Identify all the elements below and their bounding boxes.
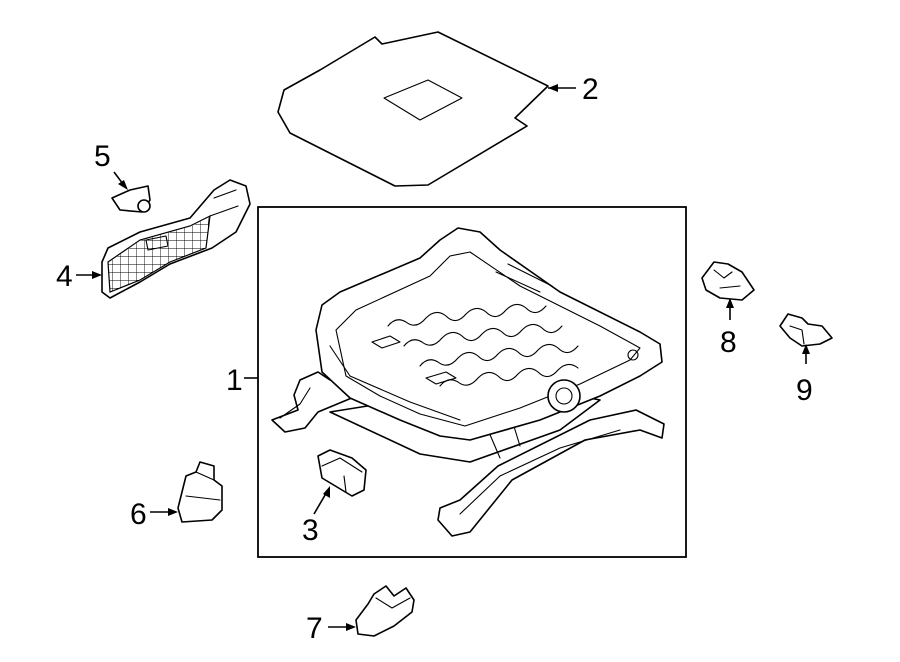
callout-1: 1 [226,364,258,397]
callout-3: 3 [302,486,330,547]
callout-8: 8 [720,298,737,359]
callout-1-label: 1 [226,364,243,397]
part-6-cover [177,461,223,523]
part-1-frame-box [257,206,687,558]
callout-4-label: 4 [56,260,73,293]
part-4-side-shield [101,179,251,299]
callout-5-label: 5 [94,140,111,173]
callout-5: 5 [94,140,128,190]
part-3-switch [317,449,367,497]
part-2-cushion-pad [277,31,549,187]
callout-7-label: 7 [306,612,323,645]
callout-7: 7 [306,612,356,645]
callout-9-label: 9 [796,374,813,407]
callout-8-label: 8 [720,326,737,359]
part-7-cover [355,585,415,637]
part-9-clip [779,313,833,347]
part-1-seat-frame [271,227,665,537]
callout-2-label: 2 [582,73,599,106]
part-8-clip [701,261,755,301]
part-5-clip [111,185,151,213]
callout-9: 9 [796,344,813,407]
callout-4: 4 [56,260,102,293]
callout-3-label: 3 [302,514,319,547]
callout-6-label: 6 [130,498,147,531]
callout-2: 2 [548,73,599,106]
callout-6: 6 [130,498,178,531]
